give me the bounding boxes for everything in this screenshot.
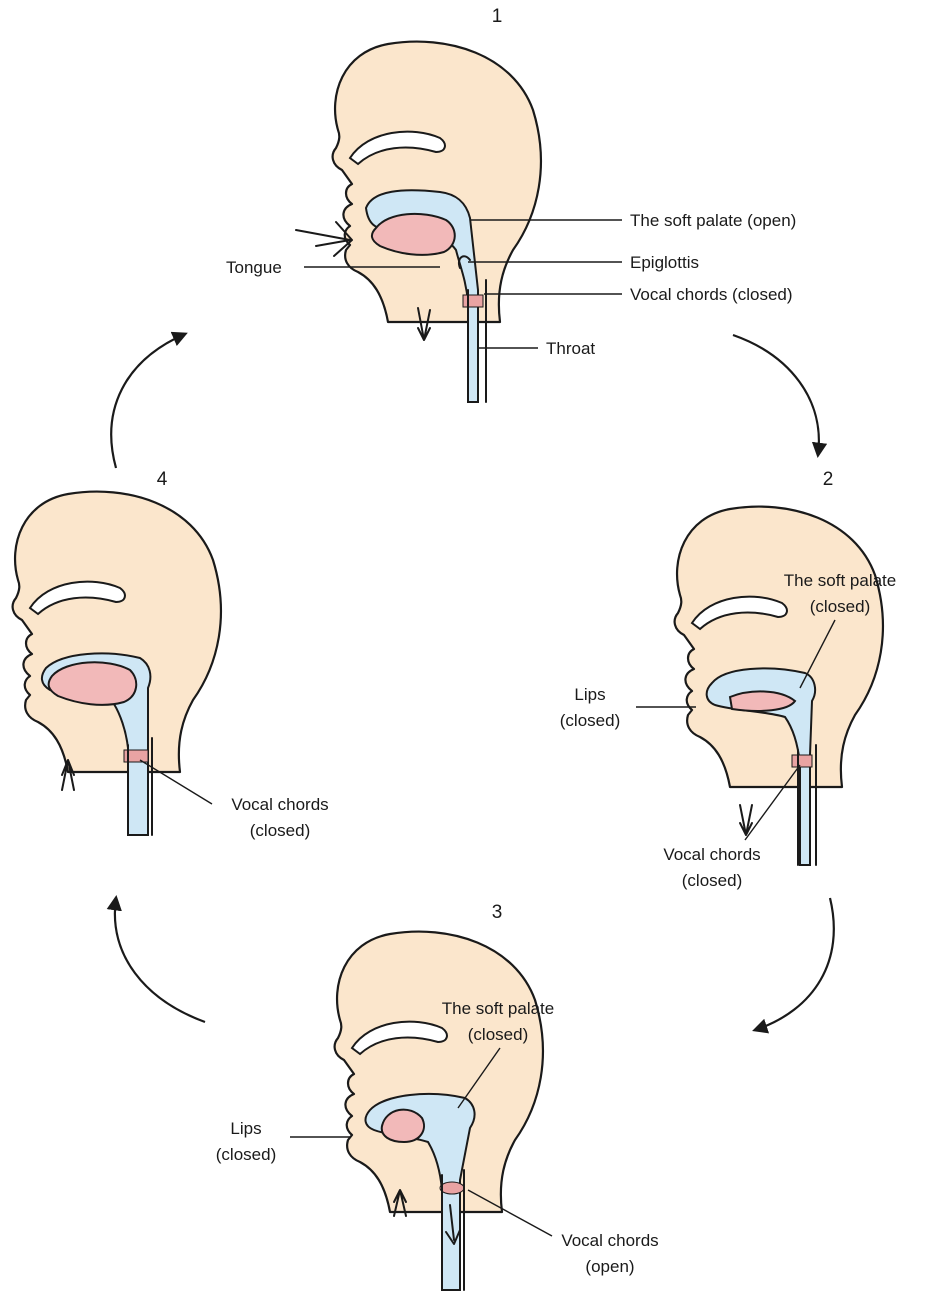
soft-palate-label-3-line2: (closed) (468, 1025, 528, 1044)
step-3-illustration (335, 932, 543, 1290)
step-2-number: 2 (823, 469, 834, 490)
step-3-number: 3 (492, 902, 503, 923)
step-1-number: 1 (492, 6, 503, 27)
vocal-chords-label-4-line1: Vocal chords (231, 795, 328, 814)
lips-label-3-line2: (closed) (216, 1145, 276, 1164)
tongue-label: Tongue (226, 258, 282, 277)
cycle-arrow-1-to-2 (733, 335, 819, 455)
cycle-arrow-2-to-3 (755, 898, 834, 1030)
step-4-illustration (13, 492, 221, 835)
vocal-chords-label-4-line2: (closed) (250, 821, 310, 840)
throat-label: Throat (546, 339, 595, 358)
vocal-chords-label-3-line1: Vocal chords (561, 1231, 658, 1250)
airflow-in-arrow (296, 222, 352, 256)
vocal-chords-label-2-line1: Vocal chords (663, 845, 760, 864)
soft-palate-label-3-line1: The soft palate (442, 999, 554, 1018)
soft-palate-label-1: The soft palate (open) (630, 211, 796, 230)
cycle-arrow-4-to-1 (111, 334, 185, 468)
vocal-chords-label-1: Vocal chords (closed) (630, 285, 793, 304)
lips-label-2-line1: Lips (574, 685, 605, 704)
step-4-number: 4 (157, 469, 168, 490)
vocal-chords-label-3-line2: (open) (585, 1257, 634, 1276)
lips-label-2-line2: (closed) (560, 711, 620, 730)
soft-palate-label-2-line1: The soft palate (784, 571, 896, 590)
soft-palate-label-2-line2: (closed) (810, 597, 870, 616)
lips-label-3-line1: Lips (230, 1119, 261, 1138)
vocal-chords-label-2-line2: (closed) (682, 871, 742, 890)
cycle-arrow-3-to-4 (115, 898, 205, 1022)
step-2-illustration (675, 507, 883, 865)
epiglottis-label: Epiglottis (630, 253, 699, 272)
